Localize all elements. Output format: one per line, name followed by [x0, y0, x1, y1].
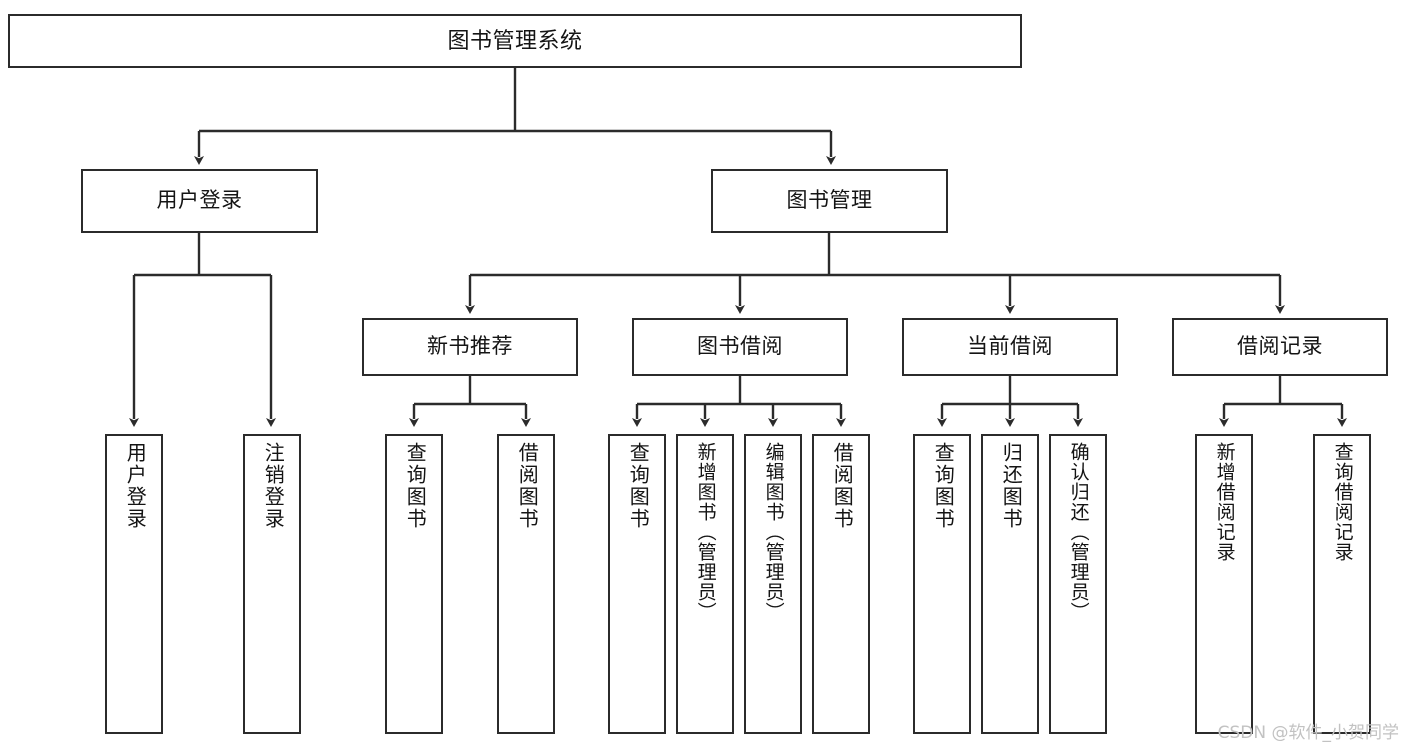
node-label: 查询图书 — [626, 442, 649, 530]
node-leaf-user-login[interactable]: 用户登录 — [105, 434, 163, 734]
node-leaf-add-record[interactable]: 新增借阅记录 — [1195, 434, 1253, 734]
node-leaf-edit-book[interactable]: 编辑图书（管理员） — [744, 434, 802, 734]
node-leaf-query-book-2[interactable]: 查询图书 — [608, 434, 666, 734]
node-label: 新书推荐 — [427, 335, 513, 359]
node-label: 借阅图书 — [515, 442, 538, 530]
node-label: 图书借阅 — [697, 335, 783, 359]
node-book-borrow[interactable]: 图书借阅 — [632, 318, 848, 376]
node-label: 查询图书 — [931, 442, 954, 530]
node-root-book-management-system[interactable]: 图书管理系统 — [8, 14, 1022, 68]
node-label: 注销登录 — [261, 442, 284, 530]
node-label: 用户登录 — [123, 442, 146, 530]
node-user-login[interactable]: 用户登录 — [81, 169, 318, 233]
node-leaf-borrow-book-2[interactable]: 借阅图书 — [812, 434, 870, 734]
node-new-book-recommend[interactable]: 新书推荐 — [362, 318, 578, 376]
node-label: 新增借阅记录 — [1213, 442, 1235, 562]
node-leaf-user-logout[interactable]: 注销登录 — [243, 434, 301, 734]
node-leaf-query-book-3[interactable]: 查询图书 — [913, 434, 971, 734]
node-leaf-add-book[interactable]: 新增图书（管理员） — [676, 434, 734, 734]
node-leaf-borrow-book-1[interactable]: 借阅图书 — [497, 434, 555, 734]
node-label: 用户登录 — [156, 189, 243, 213]
node-label: 图书管理系统 — [447, 27, 583, 53]
node-label: 新增图书（管理员） — [694, 442, 716, 622]
node-leaf-return-book[interactable]: 归还图书 — [981, 434, 1039, 734]
node-label: 编辑图书（管理员） — [762, 442, 784, 622]
node-book-manage[interactable]: 图书管理 — [711, 169, 948, 233]
node-borrow-record[interactable]: 借阅记录 — [1172, 318, 1388, 376]
node-leaf-query-book-1[interactable]: 查询图书 — [385, 434, 443, 734]
node-label: 确认归还（管理员） — [1067, 442, 1089, 622]
node-label: 查询借阅记录 — [1331, 442, 1353, 562]
node-label: 图书管理 — [786, 189, 873, 213]
node-label: 当前借阅 — [967, 335, 1053, 359]
node-label: 借阅图书 — [830, 442, 853, 530]
node-leaf-query-record[interactable]: 查询借阅记录 — [1313, 434, 1371, 734]
csdn-watermark: CSDN @软件_小贺同学 — [1217, 723, 1399, 743]
node-current-borrow[interactable]: 当前借阅 — [902, 318, 1118, 376]
node-label: 查询图书 — [403, 442, 426, 530]
node-label: 借阅记录 — [1237, 335, 1323, 359]
node-leaf-confirm-return[interactable]: 确认归还（管理员） — [1049, 434, 1107, 734]
node-label: 归还图书 — [999, 442, 1022, 530]
